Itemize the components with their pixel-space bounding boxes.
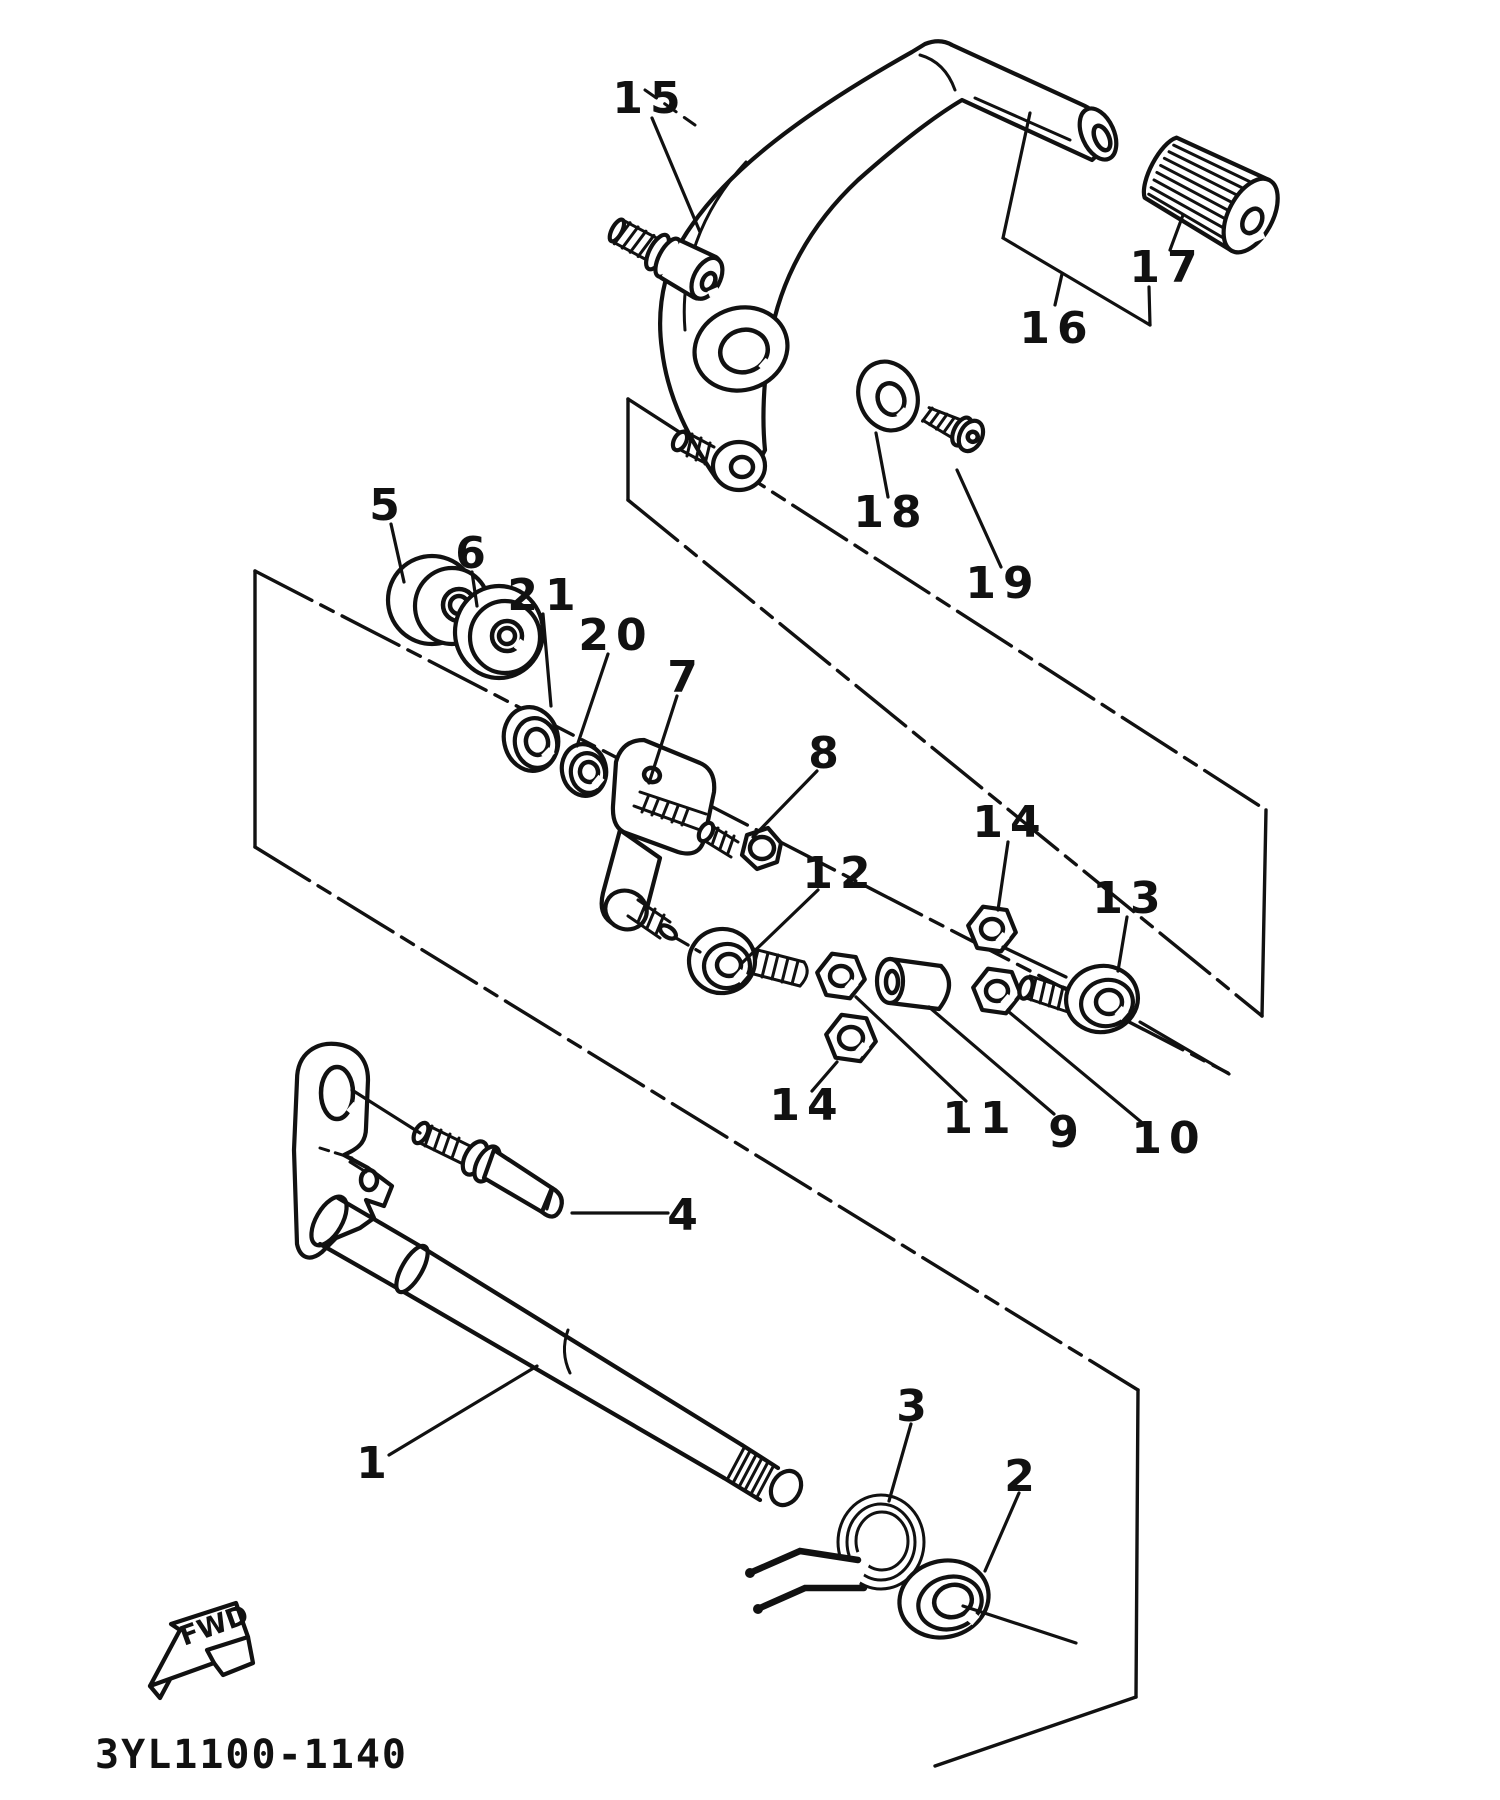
leader-14-lower bbox=[810, 1060, 839, 1093]
leader-7 bbox=[647, 694, 679, 785]
pedal-rubber-17 bbox=[1141, 135, 1280, 255]
lower-outline-diagonal bbox=[253, 845, 1140, 1392]
leader-2-2 bbox=[961, 1604, 1078, 1645]
washer-18 bbox=[856, 359, 920, 433]
leader-12 bbox=[740, 888, 820, 965]
upper-outline-bottom bbox=[626, 498, 1264, 1018]
nut-10 bbox=[971, 966, 1023, 1016]
leader-5 bbox=[389, 522, 406, 584]
leader-13 bbox=[1116, 915, 1129, 973]
callout-11: 11 bbox=[942, 1093, 1017, 1144]
callout-19: 19 bbox=[965, 558, 1040, 609]
leader-21 bbox=[541, 612, 553, 708]
lever-clamp-stud bbox=[670, 429, 716, 466]
leader-bracket-hole bbox=[350, 1088, 422, 1135]
nut-14-lower bbox=[824, 1012, 878, 1064]
callout-9: 9 bbox=[1048, 1107, 1086, 1158]
leader-16-end bbox=[1147, 285, 1152, 327]
callout-3: 3 bbox=[896, 1381, 934, 1432]
leader-13-2 bbox=[1138, 1020, 1231, 1076]
callout-14-lower: 14 bbox=[769, 1080, 844, 1131]
leader-10 bbox=[1007, 1010, 1148, 1128]
washer-20 bbox=[559, 742, 609, 798]
nut-14-upper bbox=[966, 904, 1018, 954]
leader-18 bbox=[874, 431, 890, 499]
leader-11 bbox=[854, 995, 968, 1103]
washer-21 bbox=[501, 705, 561, 773]
leader-20 bbox=[575, 652, 610, 748]
leader-9 bbox=[927, 1005, 1056, 1116]
leader-1 bbox=[387, 1364, 539, 1457]
callout-12: 12 bbox=[802, 848, 877, 899]
drawing-number: 3YL1100-1140 bbox=[95, 1732, 408, 1778]
nut-11 bbox=[815, 951, 867, 1001]
callout-17: 17 bbox=[1129, 242, 1204, 293]
leader-15 bbox=[650, 116, 702, 234]
shift-arm-clamp-7 bbox=[599, 737, 717, 941]
axis-7-12 bbox=[674, 936, 702, 954]
callout-13: 13 bbox=[1092, 873, 1167, 924]
leader-17 bbox=[1168, 213, 1185, 252]
leader-16-bracket bbox=[1001, 111, 1152, 327]
callout-15: 15 bbox=[612, 73, 687, 124]
connector-9 bbox=[874, 956, 952, 1012]
callout-14-upper: 14 bbox=[972, 797, 1047, 848]
torsion-spring-3 bbox=[745, 1493, 926, 1614]
leader-3 bbox=[887, 1422, 913, 1503]
callout-5: 5 bbox=[369, 480, 407, 531]
screw-12 bbox=[686, 926, 809, 996]
fwd-arrow: FWD bbox=[147, 1599, 256, 1701]
screw-13 bbox=[1017, 963, 1140, 1035]
leader-19 bbox=[955, 468, 1003, 569]
washer-6 bbox=[452, 583, 546, 681]
clamp-stud bbox=[626, 898, 679, 941]
callout-6: 6 bbox=[455, 528, 493, 579]
callout-1: 1 bbox=[356, 1438, 394, 1489]
leader-lines bbox=[350, 111, 1231, 1645]
callout-21: 21 bbox=[507, 570, 582, 621]
collar-2 bbox=[897, 1558, 991, 1640]
callout-10: 10 bbox=[1131, 1113, 1206, 1164]
shift-shaft-1 bbox=[309, 1194, 804, 1508]
bolt-8 bbox=[696, 820, 784, 872]
upper-outline-right bbox=[1260, 808, 1268, 1018]
bolt-4 bbox=[411, 1120, 564, 1219]
callout-7: 7 bbox=[667, 652, 705, 703]
leader-6 bbox=[470, 570, 479, 608]
stopper-bracket bbox=[291, 1041, 395, 1260]
callout-4: 4 bbox=[667, 1190, 705, 1241]
leader-8 bbox=[751, 769, 819, 839]
callout-16: 16 bbox=[1019, 303, 1094, 354]
leader-14-upper-2 bbox=[1001, 945, 1068, 979]
leader-2 bbox=[983, 1491, 1021, 1573]
callout-2: 2 bbox=[1004, 1451, 1042, 1502]
leader-14-upper bbox=[996, 840, 1010, 912]
callout-20: 20 bbox=[578, 610, 653, 661]
leader-16-tick bbox=[1053, 272, 1064, 307]
callout-8: 8 bbox=[808, 728, 846, 779]
callout-18: 18 bbox=[853, 487, 928, 538]
lower-outline-right bbox=[1134, 1388, 1140, 1699]
shift-pedal-lever bbox=[643, 39, 1119, 493]
bolt-19 bbox=[920, 406, 986, 454]
lower-outline-bottom bbox=[933, 1695, 1138, 1768]
adjuster-bolt-15 bbox=[607, 217, 725, 301]
